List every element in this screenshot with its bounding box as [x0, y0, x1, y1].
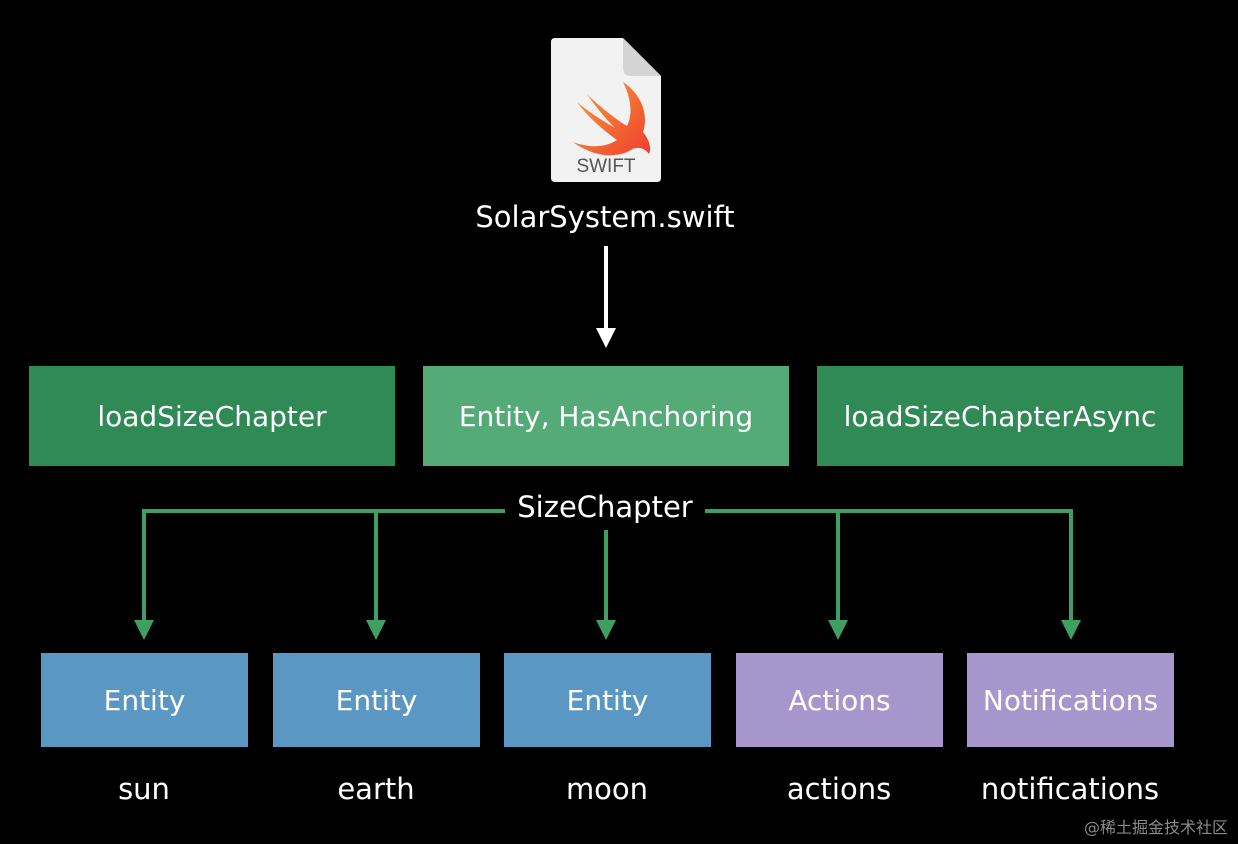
- notifications-name-label: notifications: [980, 772, 1160, 806]
- file-name-label: SolarSystem.swift: [475, 200, 735, 234]
- arrowhead-actions: [828, 620, 848, 640]
- notifications-type-label: Notifications: [982, 683, 1159, 717]
- actions-box: Actions: [736, 653, 943, 747]
- moon-type-label: Entity: [566, 683, 649, 717]
- moon-name-label: moon: [565, 772, 649, 806]
- swift-bird-logo: [573, 82, 651, 156]
- arrowhead-earth: [366, 620, 386, 640]
- actions-type-label: Actions: [788, 683, 891, 717]
- earth-name-label: earth: [337, 772, 415, 806]
- size-chapter-label: SizeChapter: [505, 490, 705, 524]
- earth-entity-box: Entity: [273, 653, 480, 747]
- load-size-chapter-async-box: loadSizeChapterAsync: [817, 366, 1183, 466]
- sun-entity-box: Entity: [41, 653, 248, 747]
- sun-type-label: Entity: [103, 683, 186, 717]
- earth-type-label: Entity: [335, 683, 418, 717]
- file-to-items-arrowhead: [596, 328, 616, 348]
- file-page-fold: [623, 38, 661, 76]
- swift-file-icon: SWIFT: [551, 38, 661, 182]
- load-size-chapter-async-label: loadSizeChapterAsync: [843, 399, 1157, 433]
- entity-has-anchoring-box: Entity, HasAnchoring: [423, 366, 789, 466]
- notifications-box: Notifications: [967, 653, 1174, 747]
- entity-has-anchoring-label: Entity, HasAnchoring: [458, 399, 754, 433]
- arrowhead-sun: [134, 620, 154, 640]
- actions-name-label: actions: [786, 772, 892, 806]
- bracket-right-branch: [704, 509, 1073, 622]
- watermark: @稀土掘金技术社区: [1083, 818, 1228, 837]
- load-size-chapter-label: loadSizeChapter: [97, 399, 327, 433]
- bracket-left-branch: [142, 509, 506, 622]
- sun-name-label: sun: [118, 772, 170, 806]
- moon-entity-box: Entity: [504, 653, 711, 747]
- arrowhead-moon: [596, 620, 616, 640]
- size-chapter-bracket: [142, 509, 1073, 622]
- load-size-chapter-box: loadSizeChapter: [29, 366, 395, 466]
- arrowhead-notifications: [1061, 620, 1081, 640]
- file-type-label: SWIFT: [576, 156, 635, 177]
